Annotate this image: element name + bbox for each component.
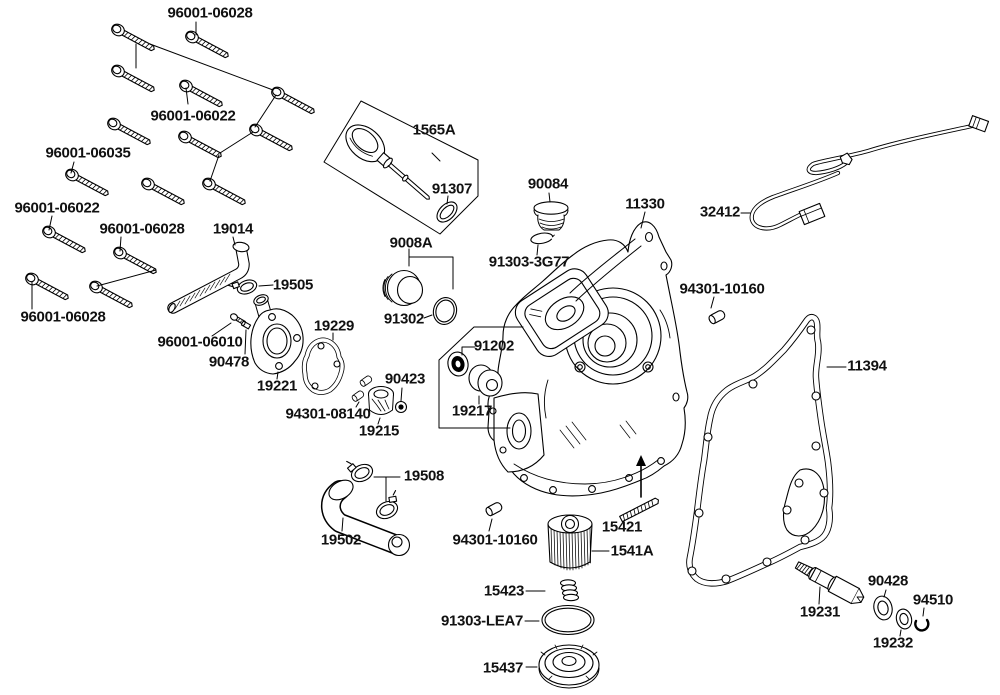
dowels-94301-08140 — [350, 374, 374, 408]
breather-pipe — [167, 236, 250, 314]
o-ring-91302 — [423, 297, 458, 325]
bolt-15421 — [619, 455, 659, 523]
part-label: 90478 — [208, 353, 250, 371]
part-label: 96001-06035 — [45, 144, 131, 162]
snap-ring-91303-3G77 — [530, 232, 555, 256]
part-label: 19217 — [451, 402, 493, 420]
part-label: 90423 — [384, 370, 426, 388]
spring-15423 — [525, 579, 580, 602]
part-label: 11330 — [625, 195, 665, 213]
e-clip-94510 — [914, 607, 930, 632]
part-label: 15437 — [482, 659, 524, 677]
joint-bolt-19231 — [794, 561, 865, 605]
filter-cover-15437 — [525, 644, 600, 689]
part-label: 91302 — [383, 310, 425, 328]
part-label: 19215 — [358, 422, 400, 440]
seal-box — [438, 326, 524, 429]
part-label: 90428 — [867, 572, 909, 590]
part-label: 90084 — [527, 175, 569, 193]
part-label: 96001-06010 — [157, 333, 243, 351]
part-label: 91303-3G77 — [488, 253, 570, 271]
filler-cap-9008A — [382, 248, 454, 307]
hose-clamps-19508 — [346, 460, 401, 520]
dowel-94301-10160-bottom — [484, 500, 504, 532]
part-label: 1565A — [412, 121, 456, 139]
part-label: 19014 — [212, 220, 254, 238]
dowel-94301-10160-top — [707, 296, 727, 326]
pump-gasket-19229 — [304, 332, 342, 393]
pin-90478 — [240, 320, 252, 355]
part-label: 96001-06022 — [14, 199, 100, 217]
part-label: 19229 — [313, 317, 355, 335]
part-label: 94301-10160 — [452, 531, 538, 549]
part-label: 91303-LEA7 — [440, 612, 524, 630]
part-label: 15423 — [483, 582, 525, 600]
part-label: 19221 — [256, 377, 298, 395]
part-label: 96001-06028 — [99, 220, 185, 238]
part-label: 11394 — [847, 357, 887, 375]
part-label: 94301-08140 — [285, 405, 371, 423]
o-ring-91303-LEA7 — [524, 604, 595, 636]
washer-19232 — [895, 608, 913, 637]
water-pump-cover-19221 — [250, 294, 304, 380]
bolt-96001-06010 — [211, 313, 246, 337]
part-label: 19232 — [872, 634, 914, 652]
hose-clamp-19505 — [227, 279, 274, 295]
dipstick — [323, 100, 479, 235]
part-label: 19231 — [799, 603, 841, 621]
part-label: 94301-10160 — [679, 280, 765, 298]
part-label: 91202 — [473, 337, 515, 355]
part-label: 96001-06028 — [20, 308, 106, 326]
washer-90428 — [873, 589, 893, 621]
oil-filter-1541A — [547, 514, 610, 571]
seal-90423 — [394, 387, 408, 414]
part-label: 9008A — [389, 234, 433, 252]
leader-lines-bolts — [31, 21, 277, 310]
oil-cap-90084 — [533, 192, 569, 231]
part-label: 15421 — [601, 518, 643, 536]
part-label: 1541A — [610, 542, 654, 560]
part-label: 94510 — [912, 591, 954, 609]
water-hose-19502 — [320, 479, 411, 557]
part-label: 91307 — [431, 180, 473, 198]
flange-bolts — [23, 21, 318, 312]
part-label: 96001-06028 — [167, 4, 253, 22]
crankcase-cover — [487, 211, 689, 497]
wire-harness-32412 — [740, 115, 990, 231]
o-ring-91307 — [436, 195, 458, 223]
part-label: 19508 — [403, 467, 445, 485]
part-label: 32412 — [699, 203, 741, 221]
impeller-19215 — [367, 385, 395, 425]
part-label: 19505 — [272, 276, 314, 294]
part-label: 96001-06022 — [150, 107, 236, 125]
cover-gasket-11394 — [688, 317, 847, 583]
part-label: 19502 — [320, 531, 362, 549]
